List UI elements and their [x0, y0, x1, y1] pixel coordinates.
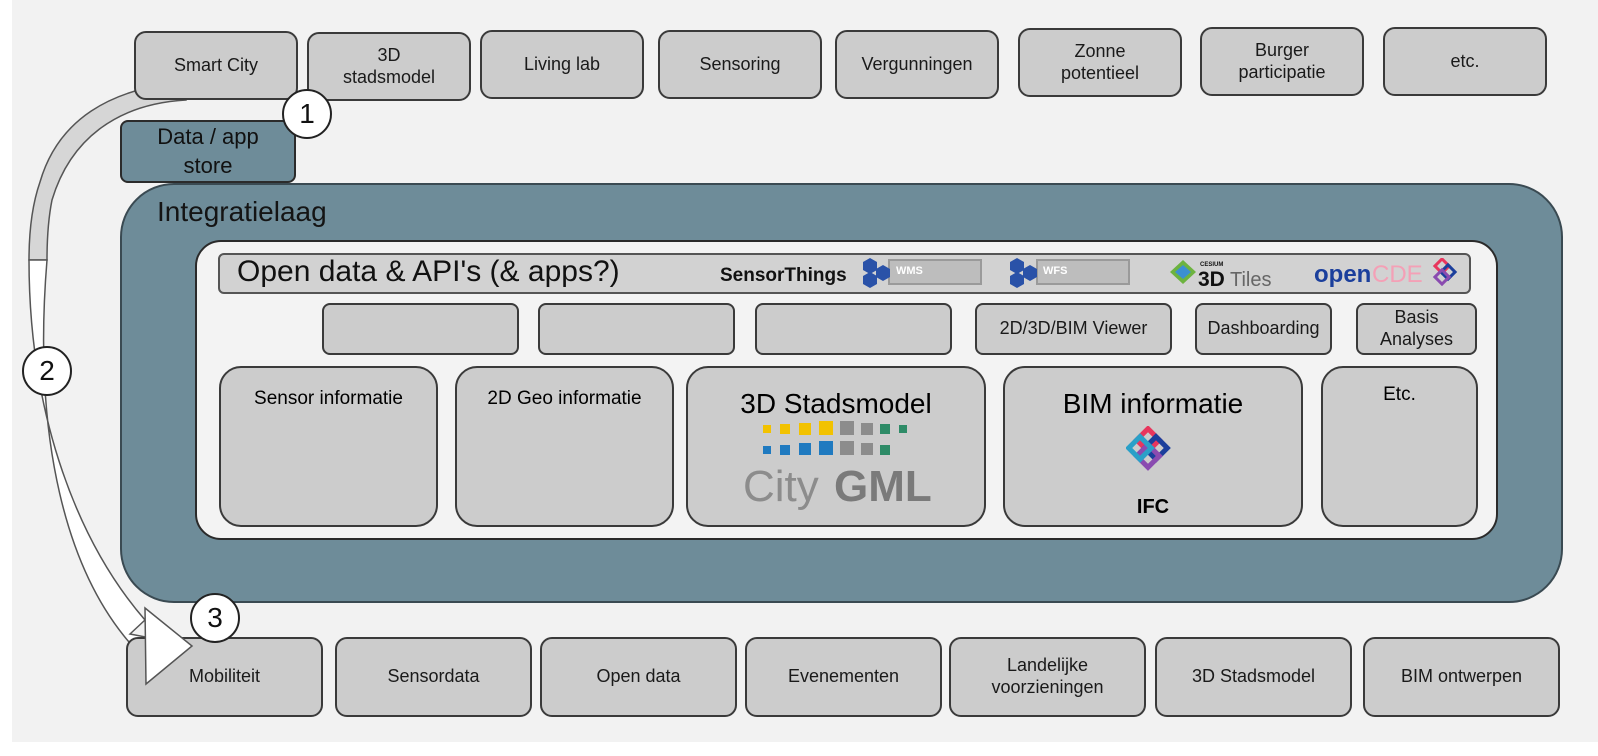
wms-label: WMS [896, 265, 923, 277]
3d-tiles-word: Tiles [1230, 269, 1272, 291]
step-2-marker: 2 [22, 346, 72, 396]
top-box-smart-city: Smart City [134, 31, 298, 100]
service-box-empty-1 [322, 303, 519, 355]
etc-label: Etc. [1383, 384, 1416, 405]
cesium-diamond-icon [1170, 260, 1196, 284]
opencde-open: open [1314, 261, 1372, 288]
service-box-empty-3 [755, 303, 952, 355]
data-box-etc: Etc. [1321, 366, 1478, 527]
citygml-squares-icon [763, 421, 907, 455]
wms-chip [888, 259, 982, 285]
bottom-box-sensordata: Sensordata [335, 637, 532, 717]
wfs-label: WFS [1043, 265, 1068, 277]
data-box-sensor: Sensor informatie [219, 366, 438, 527]
service-box-empty-2 [538, 303, 735, 355]
wms-hex-icon [863, 258, 890, 288]
step-1-marker: 1 [282, 89, 332, 139]
service-box-dashboarding: Dashboarding [1195, 303, 1332, 355]
cesium-label: CESIUM [1200, 262, 1224, 268]
sensorthings-label: SensorThings [720, 265, 847, 286]
integration-layer-title: Integratielaag [157, 196, 327, 227]
top-box-living-lab: Living lab [480, 30, 644, 99]
3d-tiles-3d: 3D [1198, 268, 1225, 291]
open-data-bar [218, 253, 1471, 294]
top-box-3d-stadsmodel: 3D stadsmodel [307, 32, 471, 101]
data-box-3d-stadsmodel: 3D Stadsmodel [686, 366, 986, 527]
opencde-cde: CDE [1372, 261, 1423, 288]
wfs-hex-icon [1010, 258, 1037, 288]
service-box-viewer: 2D/3D/BIM Viewer [975, 303, 1172, 355]
top-box-etc: etc. [1383, 27, 1547, 96]
bottom-box-3d-stadsmodel: 3D Stadsmodel [1155, 637, 1352, 717]
sensor-informatie-label: Sensor informatie [254, 388, 403, 409]
geo-informatie-label: 2D Geo informatie [487, 388, 642, 409]
citygml-city: City [743, 462, 819, 511]
top-box-sensoring: Sensoring [658, 30, 822, 99]
opencde-logo-icon [1432, 258, 1458, 286]
data-app-store: Data / app store [120, 120, 296, 183]
stadsmodel-label: 3D Stadsmodel [740, 388, 932, 419]
bottom-box-evenementen: Evenementen [745, 637, 942, 717]
top-box-zonne-potentieel: Zonne potentieel [1018, 28, 1182, 97]
open-data-title: Open data & API's (& apps?) [237, 255, 620, 288]
service-box-basis-analyses: Basis Analyses [1356, 303, 1477, 355]
ifc-logo-icon [1126, 426, 1171, 471]
top-box-vergunningen: Vergunningen [835, 30, 999, 99]
wfs-chip [1036, 259, 1130, 285]
bottom-box-landelijke-voorzieningen: Landelijke voorzieningen [949, 637, 1146, 717]
top-box-burger-participatie: Burger participatie [1200, 27, 1364, 96]
bottom-box-open-data: Open data [540, 637, 737, 717]
ifc-label: IFC [1136, 496, 1170, 518]
data-box-2d-geo: 2D Geo informatie [455, 366, 674, 527]
step-3-marker: 3 [190, 593, 240, 643]
arrow-head-mobiliteit [144, 606, 194, 686]
citygml-gml: GML [834, 462, 932, 511]
bottom-box-bim-ontwerpen: BIM ontwerpen [1363, 637, 1560, 717]
bim-informatie-label: BIM informatie [1062, 388, 1244, 419]
